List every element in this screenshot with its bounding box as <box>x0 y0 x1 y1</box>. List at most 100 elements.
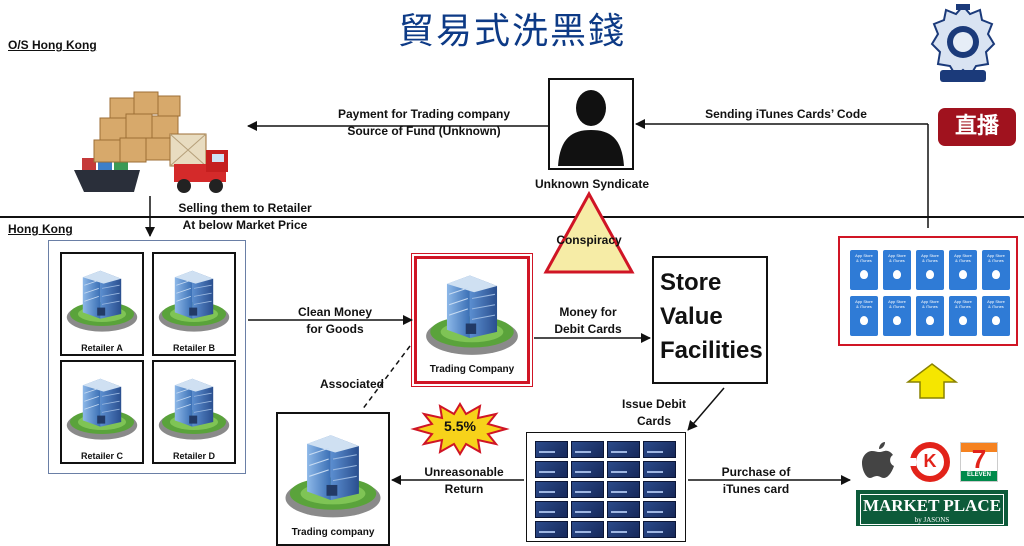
itunes-card-text: App Store <box>855 299 873 304</box>
svf-line: Value <box>660 303 723 330</box>
clean-money-label-line: for Goods <box>306 322 364 336</box>
retailer-label: Retailer A <box>81 343 123 353</box>
selling-label: Selling them to Retailer At below Market… <box>160 200 330 234</box>
money-debit-label: Money for Debit Cards <box>538 304 638 338</box>
itunes-card-text: App Store <box>987 299 1005 304</box>
itunes-card: App Store& iTunes <box>982 296 1010 336</box>
debit-card <box>607 481 640 498</box>
debit-card <box>535 521 568 538</box>
debit-card <box>607 521 640 538</box>
person-silhouette-icon <box>558 90 624 166</box>
live-badge[interactable]: 直播 <box>938 108 1016 146</box>
issue-cards-label: Issue Debit Cards <box>604 396 704 430</box>
itunes-card-text: & iTunes <box>988 258 1004 263</box>
up-arrow-icon <box>905 363 959 399</box>
retailer-card[interactable]: Retailer D <box>152 360 236 464</box>
market-place-logo: MARKET PLACE by JASONS <box>856 490 1008 526</box>
region-label-overseas: O/S Hong Kong <box>8 38 97 52</box>
return-label-line: Return <box>444 482 484 496</box>
itunes-card-text: & iTunes <box>889 258 905 263</box>
cargo-goods-icon <box>74 91 228 193</box>
svf-box[interactable]: Store Value Facilities <box>652 256 768 384</box>
region-label-hong-kong: Hong Kong <box>8 222 73 236</box>
apple-logo-icon <box>992 270 1000 279</box>
itunes-card: App Store& iTunes <box>949 296 977 336</box>
itunes-card-text: & iTunes <box>889 304 905 309</box>
itunes-card-text: & iTunes <box>988 304 1004 309</box>
debit-card <box>607 501 640 518</box>
debit-card <box>535 441 568 458</box>
itunes-card: App Store& iTunes <box>883 250 911 290</box>
itunes-card: App Store& iTunes <box>850 250 878 290</box>
apple-logo-icon <box>926 316 934 325</box>
itunes-card-text: App Store <box>855 253 873 258</box>
itunes-code-label: Sending iTunes Cards’ Code <box>705 107 867 121</box>
itunes-card: App Store& iTunes <box>982 250 1010 290</box>
purchase-label-line: iTunes card <box>722 482 790 496</box>
seven-eleven-logo: 7 ELEVEN <box>960 442 998 482</box>
debit-card <box>571 521 604 538</box>
secondary-trading-company-label: Trading company <box>291 527 375 538</box>
region-divider <box>0 216 1024 218</box>
circle-k-icon <box>910 442 950 482</box>
itunes-card-text: App Store <box>987 253 1005 258</box>
return-label-line: Unreasonable <box>424 465 504 479</box>
itunes-card-text: & iTunes <box>955 258 971 263</box>
retailer-card[interactable]: Retailer C <box>60 360 144 464</box>
secondary-trading-company-box[interactable]: Trading company <box>276 412 390 546</box>
money-debit-label-line: Money for <box>559 305 617 319</box>
debit-card <box>571 441 604 458</box>
itunes-card-text: App Store <box>954 253 972 258</box>
apple-logo-icon <box>860 316 868 325</box>
itunes-card-text: & iTunes <box>856 258 872 263</box>
itunes-card-text: App Store <box>954 299 972 304</box>
svf-line: Store <box>660 269 722 296</box>
syndicate-box <box>548 78 634 170</box>
issue-cards-label-line: Issue Debit <box>621 397 687 411</box>
itunes-card-text: & iTunes <box>856 304 872 309</box>
trading-company-label: Trading Company <box>429 364 515 375</box>
retailer-card[interactable]: Retailer B <box>152 252 236 356</box>
selling-label-line: At below Market Price <box>182 218 308 232</box>
itunes-card-text: & iTunes <box>922 258 938 263</box>
rate-label: 5.5% <box>444 418 476 434</box>
police-emblem-icon <box>930 4 996 82</box>
debit-card <box>643 481 676 498</box>
debit-card-grid <box>535 441 681 541</box>
apple-logo-icon <box>893 270 901 279</box>
clean-money-label-line: Clean Money <box>297 305 372 319</box>
debit-card <box>607 441 640 458</box>
retailer-label: Retailer C <box>80 451 124 461</box>
payment-label: Payment for Trading company Source of Fu… <box>318 106 530 140</box>
selling-label-line: Selling them to Retailer <box>178 201 312 215</box>
apple-logo-icon <box>959 270 967 279</box>
apple-logo-icon <box>893 316 901 325</box>
issue-cards-label-line: Cards <box>636 414 671 428</box>
circle-k-logo: K <box>910 442 950 482</box>
debit-card <box>643 521 676 538</box>
itunes-card-text: & iTunes <box>955 304 971 309</box>
purchase-label: Purchase of iTunes card <box>706 464 806 498</box>
rate-starburst-icon <box>410 402 510 456</box>
svf-line: Facilities <box>660 337 763 364</box>
itunes-card: App Store& iTunes <box>916 296 944 336</box>
payment-label-line: Payment for Trading company <box>337 107 511 121</box>
trading-company-box[interactable]: Trading Company <box>411 253 533 387</box>
apple-logo-icon <box>862 442 894 478</box>
seven-eleven-digit: 7 <box>971 444 987 474</box>
debit-cards-box[interactable] <box>526 432 686 542</box>
apple-logo-icon <box>959 316 967 325</box>
apple-logo-icon <box>860 270 868 279</box>
payment-label-line: Source of Fund (Unknown) <box>347 124 501 138</box>
syndicate-label: Unknown Syndicate <box>534 177 650 191</box>
retailer-card[interactable]: Retailer A <box>60 252 144 356</box>
seven-eleven-text: ELEVEN <box>966 472 991 478</box>
apple-logo-icon <box>926 270 934 279</box>
clean-money-label: Clean Money for Goods <box>270 304 400 338</box>
retailer-label: Retailer D <box>172 451 216 461</box>
debit-card <box>643 501 676 518</box>
retailer-label: Retailer B <box>172 343 216 353</box>
